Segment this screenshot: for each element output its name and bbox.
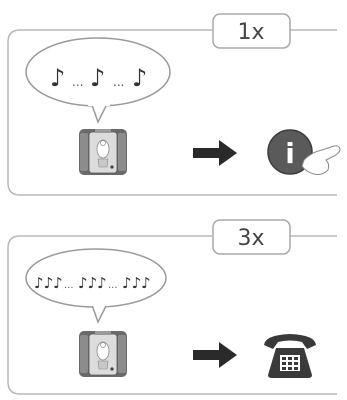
note-sep-2: ... xyxy=(113,75,124,89)
info-button-press-icon: i xyxy=(268,130,340,175)
repeat-badge-label: 1x xyxy=(237,20,264,45)
notes-3: ♪♪♪ xyxy=(122,274,151,292)
note-sep-1: ... xyxy=(72,75,83,89)
notes-sep-1: ... xyxy=(64,280,74,291)
repeat-badge-label: 3x xyxy=(237,226,264,251)
sound-bubble: ♪♪♪ ... ♪♪♪ ... ♪♪♪ xyxy=(26,249,166,322)
panel-3x: 3x ♪♪♪ ... ♪♪♪ ... ♪♪♪ xyxy=(8,220,337,394)
telephone-icon xyxy=(264,334,316,378)
panel-1x: 1x ♪ ... ♪ ... ♪ i xyxy=(8,14,340,195)
notes-sep-2: ... xyxy=(108,280,118,291)
note-2: ♪ xyxy=(90,64,105,92)
note-1: ♪ xyxy=(50,64,65,92)
aed-device-icon xyxy=(79,129,127,175)
sound-bubble: ♪ ... ♪ ... ♪ xyxy=(26,38,170,122)
svg-text:i: i xyxy=(285,137,295,170)
notes-2: ♪♪♪ xyxy=(78,274,107,292)
notes-1: ♪♪♪ xyxy=(34,274,63,292)
right-arrow-icon xyxy=(193,140,237,166)
aed-device-icon xyxy=(79,331,127,377)
note-3: ♪ xyxy=(132,64,147,92)
right-arrow-icon xyxy=(193,342,237,368)
